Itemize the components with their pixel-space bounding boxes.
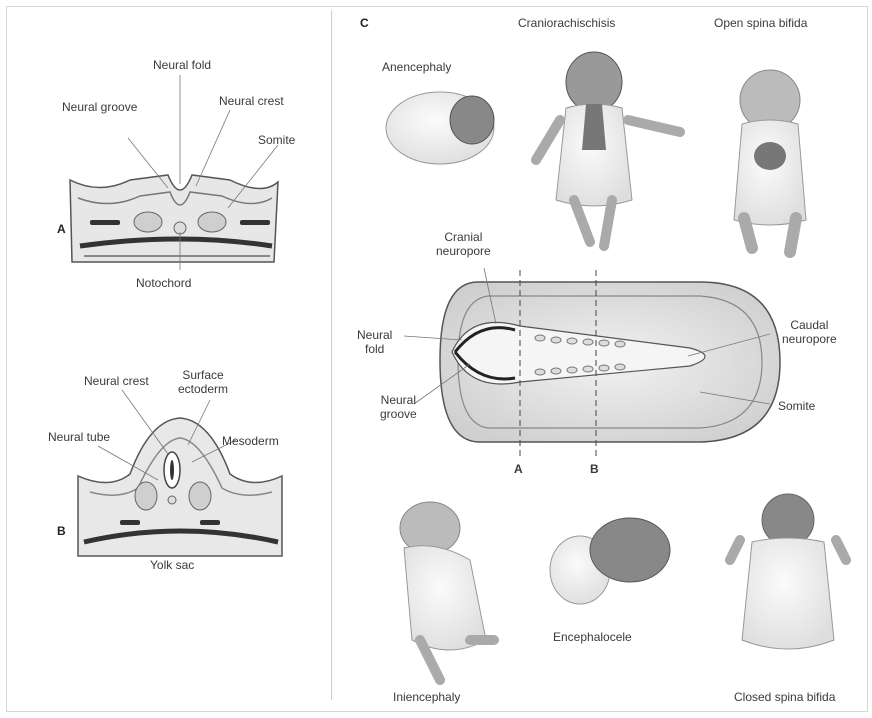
panel-label-a: A [57, 222, 66, 236]
label-anencephaly: Anencephaly [382, 60, 451, 74]
label-c-neural-groove: Neural groove [380, 393, 417, 421]
panel-label-c: C [360, 16, 369, 30]
label-b-mesoderm: Mesoderm [222, 434, 279, 448]
anencephaly-illustration [386, 92, 494, 164]
label-open-spina-bifida: Open spina bifida [714, 16, 807, 30]
encephalocele-illustration [550, 518, 670, 604]
section-b-diagram [78, 390, 282, 556]
label-b-surface-ectoderm: Surface ectoderm [178, 368, 228, 396]
label-b-neural-tube: Neural tube [48, 430, 110, 444]
label-encephalocele: Encephalocele [553, 630, 632, 644]
label-section-b: B [590, 462, 599, 476]
iniencephaly-illustration [400, 502, 494, 680]
closed-spina-bifida-illustration [730, 494, 846, 649]
label-a-notochord: Notochord [136, 276, 191, 290]
label-a-neural-fold: Neural fold [153, 58, 211, 72]
label-b-yolk-sac: Yolk sac [150, 558, 194, 572]
label-b-neural-crest: Neural crest [84, 374, 149, 388]
label-iniencephaly: Iniencephaly [393, 690, 460, 704]
craniorachischisis-illustration [536, 52, 680, 246]
somite-left [134, 212, 162, 232]
label-closed-spina-bifida: Closed spina bifida [734, 690, 835, 704]
label-a-neural-crest: Neural crest [219, 94, 284, 108]
somite-right [198, 212, 226, 232]
label-caudal-neuropore: Caudal neuropore [782, 318, 837, 346]
label-c-neural-fold: Neural fold [357, 328, 392, 356]
label-a-somite: Somite [258, 133, 295, 147]
label-a-neural-groove: Neural groove [62, 100, 137, 114]
label-cranial-neuropore: Cranial neuropore [436, 230, 491, 258]
panel-label-b: B [57, 524, 66, 538]
open-spina-bifida-illustration [734, 70, 806, 252]
label-section-a: A [514, 462, 523, 476]
label-craniorachischisis: Craniorachischisis [518, 16, 615, 30]
embryo-illustration [404, 268, 780, 458]
label-c-somite: Somite [778, 399, 815, 413]
